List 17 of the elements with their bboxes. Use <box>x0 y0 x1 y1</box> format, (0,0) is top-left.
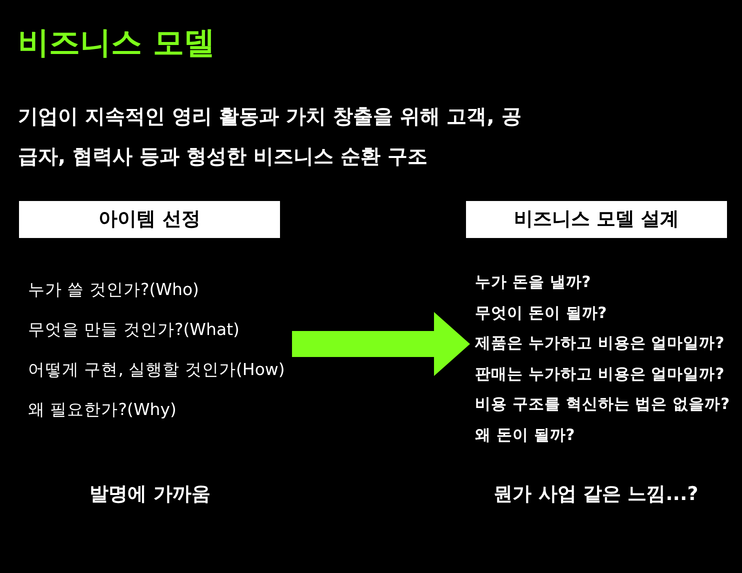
subtitle-text: 기업이 지속적인 영리 활동과 가치 창출을 위해 고객, 공급자, 협력사 등과 형성한 비즈니스 순환 구조 <box>18 103 522 170</box>
list-item-text: 왜 돈이 될까? <box>475 424 575 446</box>
list-item-text: 누가 쓸 것인가?(Who) <box>28 279 199 301</box>
list-item-text: 누가 돈을 낼까? <box>475 272 591 293</box>
list-item-text: 제품은 누가하고 비용은 얼마일까? <box>475 333 724 354</box>
block-arrow <box>292 312 470 376</box>
header-box: 비즈니스 모델 설계 <box>466 201 727 238</box>
header-box: 아이템 선정 <box>19 201 280 238</box>
list-item-text: 왜 필요한가?(Why) <box>28 399 176 421</box>
list-item-text: 무엇이 돈이 될까? <box>475 302 607 324</box>
list-item-text: 무엇을 만들 것인가?(What) <box>28 319 240 341</box>
conclusion-text: 뭔가 사업 같은 느낌...? <box>492 482 700 507</box>
list-item-text: 비용 구조를 혁신하는 법은 없을까? <box>475 394 730 415</box>
list-item-text: 어떻게 구현, 실행할 것인가(How) <box>28 359 285 381</box>
title: 비즈니스 모델 <box>18 24 215 63</box>
conclusion-text: 발명에 가까움 <box>88 482 212 507</box>
list-item-text: 판매는 누가하고 비용은 얼마일까? <box>475 364 724 384</box>
